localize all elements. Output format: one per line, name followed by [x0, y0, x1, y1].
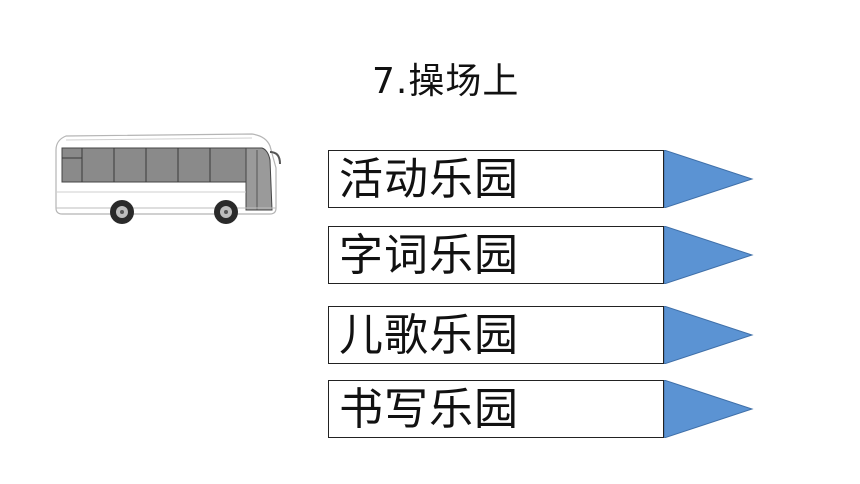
menu-item-box[interactable]: 字词乐园: [328, 226, 664, 284]
play-triangle-icon[interactable]: [664, 380, 754, 438]
menu-item-box[interactable]: 书写乐园: [328, 380, 664, 438]
bus-icon: [55, 133, 281, 224]
menu-item-label: 字词乐园: [339, 230, 519, 281]
menu-item-writing[interactable]: 书写乐园: [328, 380, 754, 440]
play-triangle-icon[interactable]: [664, 226, 754, 284]
menu-item-box[interactable]: 活动乐园: [328, 150, 664, 208]
menu-item-words[interactable]: 字词乐园: [328, 226, 754, 286]
menu-item-label: 活动乐园: [339, 154, 519, 205]
play-triangle-icon[interactable]: [664, 150, 754, 208]
page-title: 7.操场上: [372, 61, 520, 102]
play-triangle-icon[interactable]: [664, 306, 754, 364]
menu-item-box[interactable]: 儿歌乐园: [328, 306, 664, 364]
menu-item-activity[interactable]: 活动乐园: [328, 150, 754, 210]
menu-item-label: 儿歌乐园: [339, 310, 519, 361]
menu-item-label: 书写乐园: [339, 384, 519, 435]
menu-item-songs[interactable]: 儿歌乐园: [328, 306, 754, 366]
